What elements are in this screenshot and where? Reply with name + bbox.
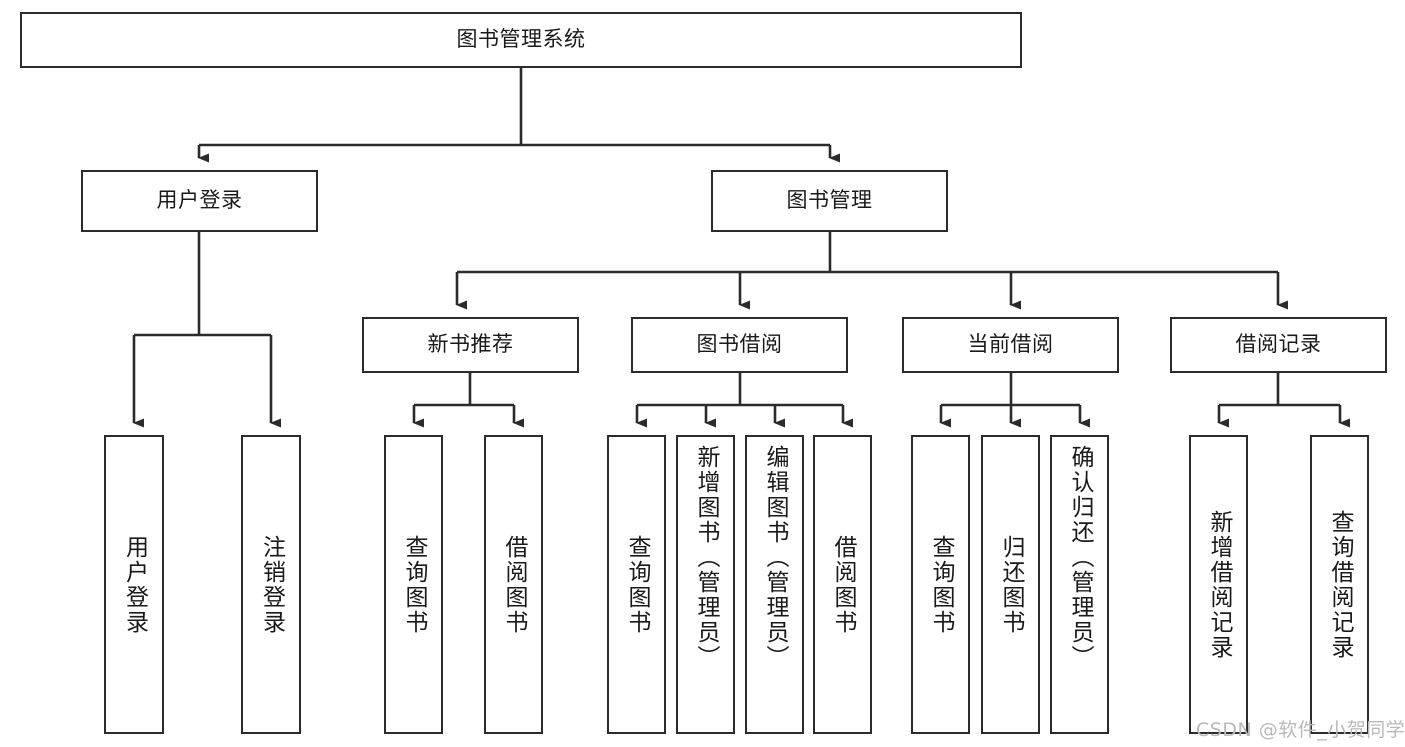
leaf-query-borrow-record[interactable]: 查询借阅记录 [1310,435,1369,734]
leaf-query-book-current-label: 查询图书 [928,534,954,635]
leaf-borrow-book[interactable]: 借阅图书 [813,435,872,734]
leaf-add-book-admin-label: 新增图书（管理员） [693,445,719,670]
node-root[interactable]: 图书管理系统 [20,12,1022,68]
leaf-user-login-label: 用户登录 [121,534,148,635]
node-user-login[interactable]: 用户登录 [81,170,318,232]
node-book-borrow-label: 图书借阅 [696,332,783,357]
leaf-logout[interactable]: 注销登录 [241,435,301,734]
node-borrow-record[interactable]: 借阅记录 [1170,317,1387,373]
leaf-add-borrow-record-label: 新增借阅记录 [1206,509,1232,660]
leaf-query-book-recommend[interactable]: 查询图书 [384,435,443,734]
leaf-confirm-return-admin[interactable]: 确认归还（管理员） [1050,435,1109,734]
leaf-edit-book-admin-label: 编辑图书（管理员） [762,445,788,670]
leaf-return-book[interactable]: 归还图书 [981,435,1040,734]
leaf-borrow-book-label: 借阅图书 [830,534,856,635]
node-book-borrow[interactable]: 图书借阅 [631,317,848,373]
leaf-query-book-borrow[interactable]: 查询图书 [607,435,666,734]
node-borrow-record-label: 借阅记录 [1235,332,1322,357]
node-current-borrow[interactable]: 当前借阅 [902,317,1119,373]
node-new-book-recommendation[interactable]: 新书推荐 [362,317,579,373]
leaf-add-book-admin[interactable]: 新增图书（管理员） [676,435,735,734]
leaf-edit-book-admin[interactable]: 编辑图书（管理员） [745,435,804,734]
leaf-query-book-recommend-label: 查询图书 [401,534,427,635]
leaf-query-borrow-record-label: 查询借阅记录 [1327,509,1353,660]
leaf-add-borrow-record[interactable]: 新增借阅记录 [1189,435,1248,734]
node-root-label: 图书管理系统 [456,27,586,52]
leaf-logout-label: 注销登录 [258,534,285,635]
leaf-confirm-return-admin-label: 确认归还（管理员） [1067,445,1093,670]
node-book-management-label: 图书管理 [786,188,873,213]
node-current-borrow-label: 当前借阅 [967,332,1054,357]
node-book-management[interactable]: 图书管理 [711,170,948,232]
leaf-query-book-current[interactable]: 查询图书 [911,435,970,734]
watermark: CSDN @软件_小贺同学 [1196,719,1405,741]
leaf-user-login[interactable]: 用户登录 [104,435,164,734]
leaf-borrow-book-recommend-label: 借阅图书 [501,534,527,635]
node-user-login-label: 用户登录 [156,188,243,213]
node-new-book-recommendation-label: 新书推荐 [427,332,514,357]
leaf-return-book-label: 归还图书 [998,534,1024,635]
leaf-query-book-borrow-label: 查询图书 [624,534,650,635]
leaf-borrow-book-recommend[interactable]: 借阅图书 [484,435,543,734]
